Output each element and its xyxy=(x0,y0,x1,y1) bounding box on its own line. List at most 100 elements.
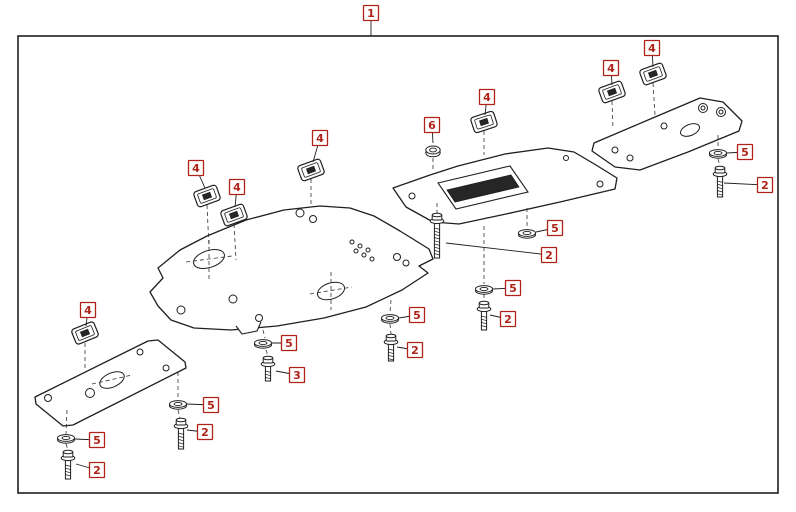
washer xyxy=(709,149,727,159)
callout-4: 4 xyxy=(228,178,246,208)
bolt-thread xyxy=(434,246,440,249)
callout-number: 5 xyxy=(551,222,559,235)
plate-hole xyxy=(85,388,95,398)
callout-box xyxy=(736,143,754,161)
clip-nut-slot xyxy=(479,117,489,127)
center-line xyxy=(717,158,721,167)
washer-hole xyxy=(173,401,183,407)
washer xyxy=(169,400,187,410)
center-line xyxy=(262,329,266,339)
bolt-thread xyxy=(65,474,71,477)
callout-number: 5 xyxy=(207,399,215,412)
bolt-thread xyxy=(717,183,723,186)
bolt-thread xyxy=(481,318,487,321)
clip-nut-inner xyxy=(301,162,321,178)
plate-hole xyxy=(176,305,186,315)
bolt-head-top xyxy=(262,355,274,361)
callout-2: 2 xyxy=(489,310,517,328)
callout-box xyxy=(280,334,298,352)
callout-number: 2 xyxy=(411,344,419,357)
clip-nut-slot xyxy=(228,210,240,220)
center-line xyxy=(185,255,233,263)
callout-number: 4 xyxy=(316,132,324,145)
plate-hole xyxy=(99,371,125,389)
clip-nut-slot xyxy=(647,69,659,79)
callout-box xyxy=(88,431,106,449)
callout-number: 5 xyxy=(413,309,421,322)
washer xyxy=(254,339,272,349)
washer-hole xyxy=(713,150,723,156)
callout-box xyxy=(756,176,774,194)
bolt-thread xyxy=(434,240,440,243)
bolt-thread xyxy=(178,432,184,435)
plate-hole xyxy=(365,247,371,253)
callout-5: 5 xyxy=(398,306,426,324)
bolt-thread xyxy=(434,227,440,230)
washer xyxy=(518,229,536,239)
callout-2: 2 xyxy=(723,176,774,194)
plate-hole xyxy=(393,253,401,261)
bolt-thread xyxy=(178,439,184,442)
center-line xyxy=(611,100,614,130)
bolt xyxy=(173,417,189,450)
washer xyxy=(475,285,493,295)
callout-5: 5 xyxy=(535,219,564,237)
center-line xyxy=(652,82,656,116)
bolt-thread xyxy=(434,237,440,240)
clip-nut xyxy=(470,110,498,134)
plate-hole xyxy=(255,314,263,322)
fasteners-layer xyxy=(57,62,728,480)
plate-hole xyxy=(700,105,706,111)
plates-layer xyxy=(34,97,743,427)
callout-number: 5 xyxy=(285,337,293,350)
washer-hole xyxy=(385,315,395,321)
clip-nut-slot xyxy=(606,87,618,97)
bolt-thread xyxy=(265,370,271,373)
bolt-head-top xyxy=(62,449,74,455)
callout-4: 4 xyxy=(79,301,97,327)
callout-6: 6 xyxy=(423,116,441,144)
callout-number: 5 xyxy=(509,282,517,295)
nut-hole xyxy=(429,147,437,153)
callout-box xyxy=(362,4,380,22)
washer-hole xyxy=(522,230,532,236)
center-line xyxy=(389,299,392,313)
bolt xyxy=(476,300,492,331)
plate-hole xyxy=(626,154,634,162)
callout-2: 2 xyxy=(396,341,424,359)
clip-nut-slot xyxy=(79,328,91,338)
bolt-thread xyxy=(434,230,440,233)
shoulder-bolt xyxy=(260,355,276,382)
clip-nut-inner xyxy=(602,84,622,100)
clip-nut-inner xyxy=(75,325,95,341)
callout-number: 4 xyxy=(192,162,200,175)
callout-box xyxy=(504,279,522,297)
callout-box xyxy=(202,396,220,414)
callout-5: 5 xyxy=(186,396,220,414)
callout-number: 1 xyxy=(367,7,375,20)
plate-hole xyxy=(44,394,52,402)
plate-hole xyxy=(357,243,363,249)
clip-nut-inner xyxy=(224,207,244,223)
plate-hole xyxy=(349,239,355,245)
clip-nut-inner xyxy=(474,114,494,130)
bolt-thread xyxy=(265,377,271,380)
plate-hole xyxy=(680,123,700,137)
clip-nut xyxy=(598,80,626,104)
bolt-thread xyxy=(717,193,723,196)
callout-box xyxy=(408,306,426,324)
plate-hole xyxy=(596,180,604,188)
bolt-thread xyxy=(388,358,394,361)
callout-number: 2 xyxy=(545,249,553,262)
washer-hole xyxy=(258,340,268,346)
callout-number: 5 xyxy=(741,146,749,159)
bolt-thread xyxy=(65,471,71,474)
plate-hole xyxy=(718,109,724,115)
callout-box xyxy=(228,178,246,196)
plate-hole xyxy=(162,364,170,372)
callout-3: 3 xyxy=(275,366,306,384)
callout-box xyxy=(540,246,558,264)
bolt-thread xyxy=(178,442,184,445)
